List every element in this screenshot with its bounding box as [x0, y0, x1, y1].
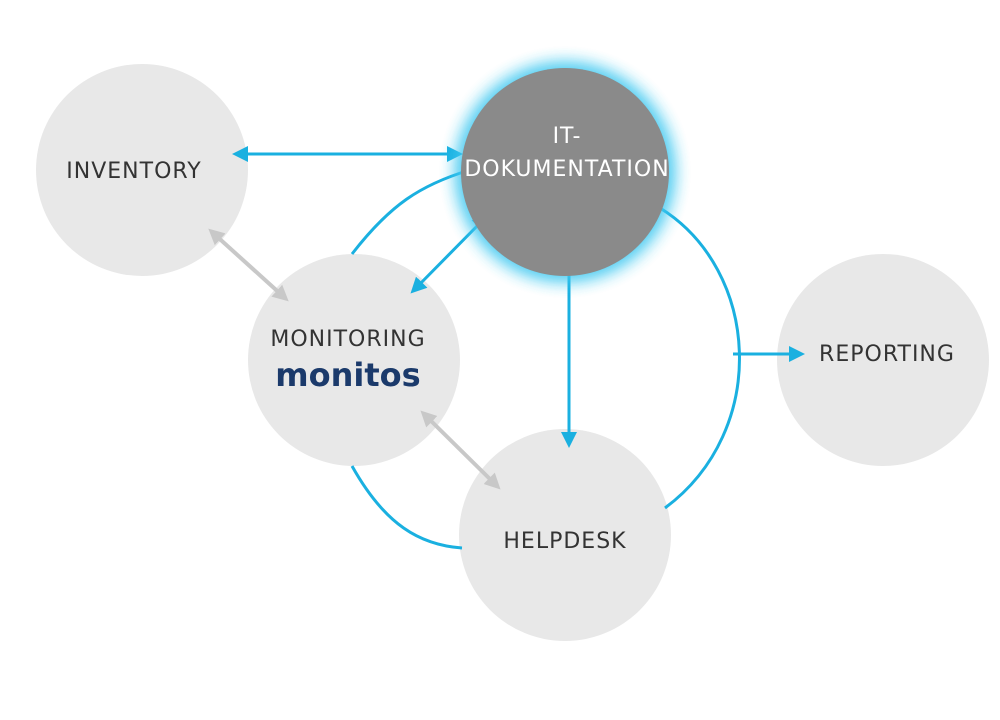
inventory-label: INVENTORY — [66, 159, 201, 184]
reporting-node — [777, 254, 989, 466]
arrow-inventory-monitoring — [208, 228, 289, 302]
monitoring-label: MONITORING — [270, 327, 425, 352]
monitoring-node — [248, 254, 460, 466]
monitos-brand-logo: monitos — [275, 356, 420, 394]
arrow-itdoc-monitoring — [410, 214, 489, 294]
ring-arc-right — [659, 206, 741, 510]
ring-arc-left-bottom — [350, 465, 463, 550]
helpdesk-label: HELPDESK — [503, 529, 626, 554]
itdoc-label-line1: IT- — [553, 124, 582, 149]
arrow-monitoring-helpdesk — [420, 410, 501, 490]
itdoc-node — [461, 68, 669, 276]
ring-arc-left-top — [350, 168, 471, 255]
inventory-node — [36, 64, 248, 276]
helpdesk-node — [459, 429, 671, 641]
itdoc-label-line2: DOKUMENTATION — [464, 157, 669, 182]
reporting-label: REPORTING — [819, 342, 955, 367]
